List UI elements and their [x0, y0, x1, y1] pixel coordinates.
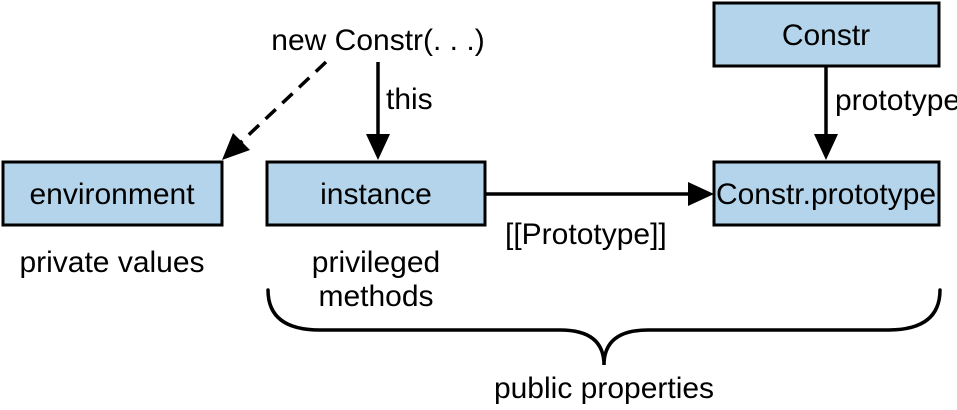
instance-node: instance: [265, 160, 487, 227]
constr-node: Constr: [712, 1, 941, 68]
public-properties-label: public properties: [494, 372, 714, 405]
instance-node-label: instance: [320, 178, 432, 211]
new-constr-label: new Constr(. . .): [271, 24, 484, 57]
this-arrow: [366, 62, 390, 160]
constr-prototype-node: Constr.prototype: [712, 160, 941, 227]
environment-node: environment: [1, 160, 224, 227]
constr-node-label: Constr: [782, 19, 870, 52]
dashed-arrow-to-environment: [222, 60, 328, 160]
privileged-label-line1: privileged: [312, 246, 440, 279]
proto-link-label: [[Prototype]]: [505, 218, 667, 251]
environment-node-label: environment: [29, 178, 195, 211]
privileged-label-line2: methods: [318, 280, 433, 313]
private-values-label: private values: [19, 246, 204, 279]
this-edge-label: this: [386, 83, 433, 116]
prototype-edge-label: prototype: [835, 84, 957, 117]
constr-prototype-node-label: Constr.prototype: [716, 178, 936, 211]
prototype-arrow: [814, 66, 838, 160]
proto-link-arrow: [485, 182, 714, 206]
public-properties-brace: [266, 288, 942, 366]
